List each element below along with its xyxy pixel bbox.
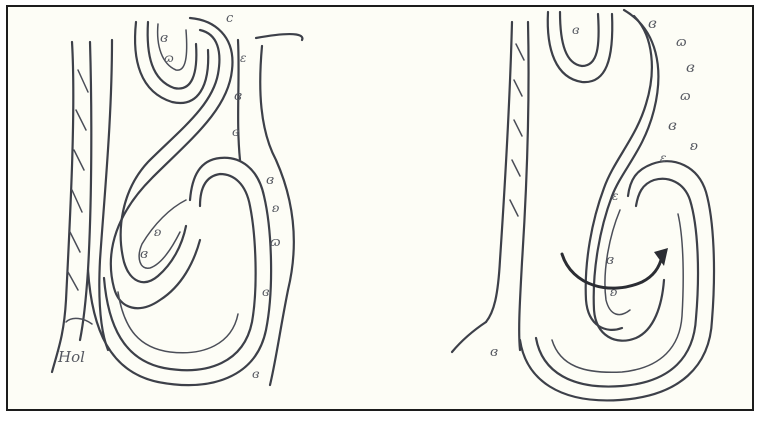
left-cell-glyph-6: ɛ <box>240 51 246 65</box>
right-top-loop-inner <box>560 12 599 66</box>
left-cell-glyph-10: ʚ <box>272 201 280 215</box>
right-cell-glyph-8: ɞ <box>685 60 695 76</box>
right-cell-glyph-1: ɞ <box>489 345 498 360</box>
left-cell-glyph-13: ɞ <box>251 367 260 381</box>
left-cell-glyph-2: ɷ <box>164 51 174 65</box>
left-bottom-curl <box>66 318 92 324</box>
left-cell-glyph-8: ɞ <box>231 125 240 139</box>
right-cell-glyph-10: ɞ <box>667 118 677 134</box>
left-u-outer <box>88 158 271 385</box>
right-cell-glyph-9: ɷ <box>680 89 691 104</box>
left-cell-glyph-7: ɞ <box>233 89 242 104</box>
right-wall-left-curl <box>452 322 486 352</box>
right-wall-outer <box>486 22 512 322</box>
left-cell-glyph-9: ɞ <box>265 173 274 188</box>
right-top-loop-outer <box>548 12 613 82</box>
right-wall-hatching <box>510 44 524 216</box>
left-wall-outer <box>52 42 73 372</box>
right-panel-drawing: ɞ ɞ ɞ ʚ ɛ ɞ ɷ ɞ ɷ ɞ ʚ ɛ <box>452 10 714 400</box>
right-cell-glyph-12: ɛ <box>660 151 666 165</box>
left-s-fold-inner <box>121 30 220 282</box>
left-wall-third <box>99 40 112 350</box>
right-cell-glyph-6: ɞ <box>647 16 657 32</box>
right-cell-glyph-3: ɞ <box>605 253 614 268</box>
left-cell-glyph-3: ɞ <box>139 247 148 262</box>
left-cell-glyph-4: ʚ <box>154 225 162 239</box>
left-handwritten-label: Hol <box>57 348 85 366</box>
right-cell-glyph-2: ɞ <box>571 23 580 37</box>
left-cell-glyph-11: ɷ <box>270 235 281 250</box>
left-panel-drawing: ɞ ɷ ɞ ʚ c ɛ ɞ ɞ ɞ ʚ ɷ ɞ ɞ Hol <box>52 11 302 385</box>
left-u-inner <box>118 292 238 353</box>
left-cell-glyph-5: c <box>226 11 234 26</box>
right-cell-glyph-7: ɷ <box>676 35 687 50</box>
right-cell-glyph-5: ɛ <box>612 189 618 203</box>
left-cell-glyph-1: ɞ <box>159 31 168 46</box>
right-wall-inner <box>519 22 528 350</box>
left-cell-glyph-12: ɞ <box>261 285 270 299</box>
right-fold-outer <box>594 10 664 341</box>
left-right-wall-b <box>256 34 302 40</box>
right-cell-glyph-11: ʚ <box>690 139 699 154</box>
